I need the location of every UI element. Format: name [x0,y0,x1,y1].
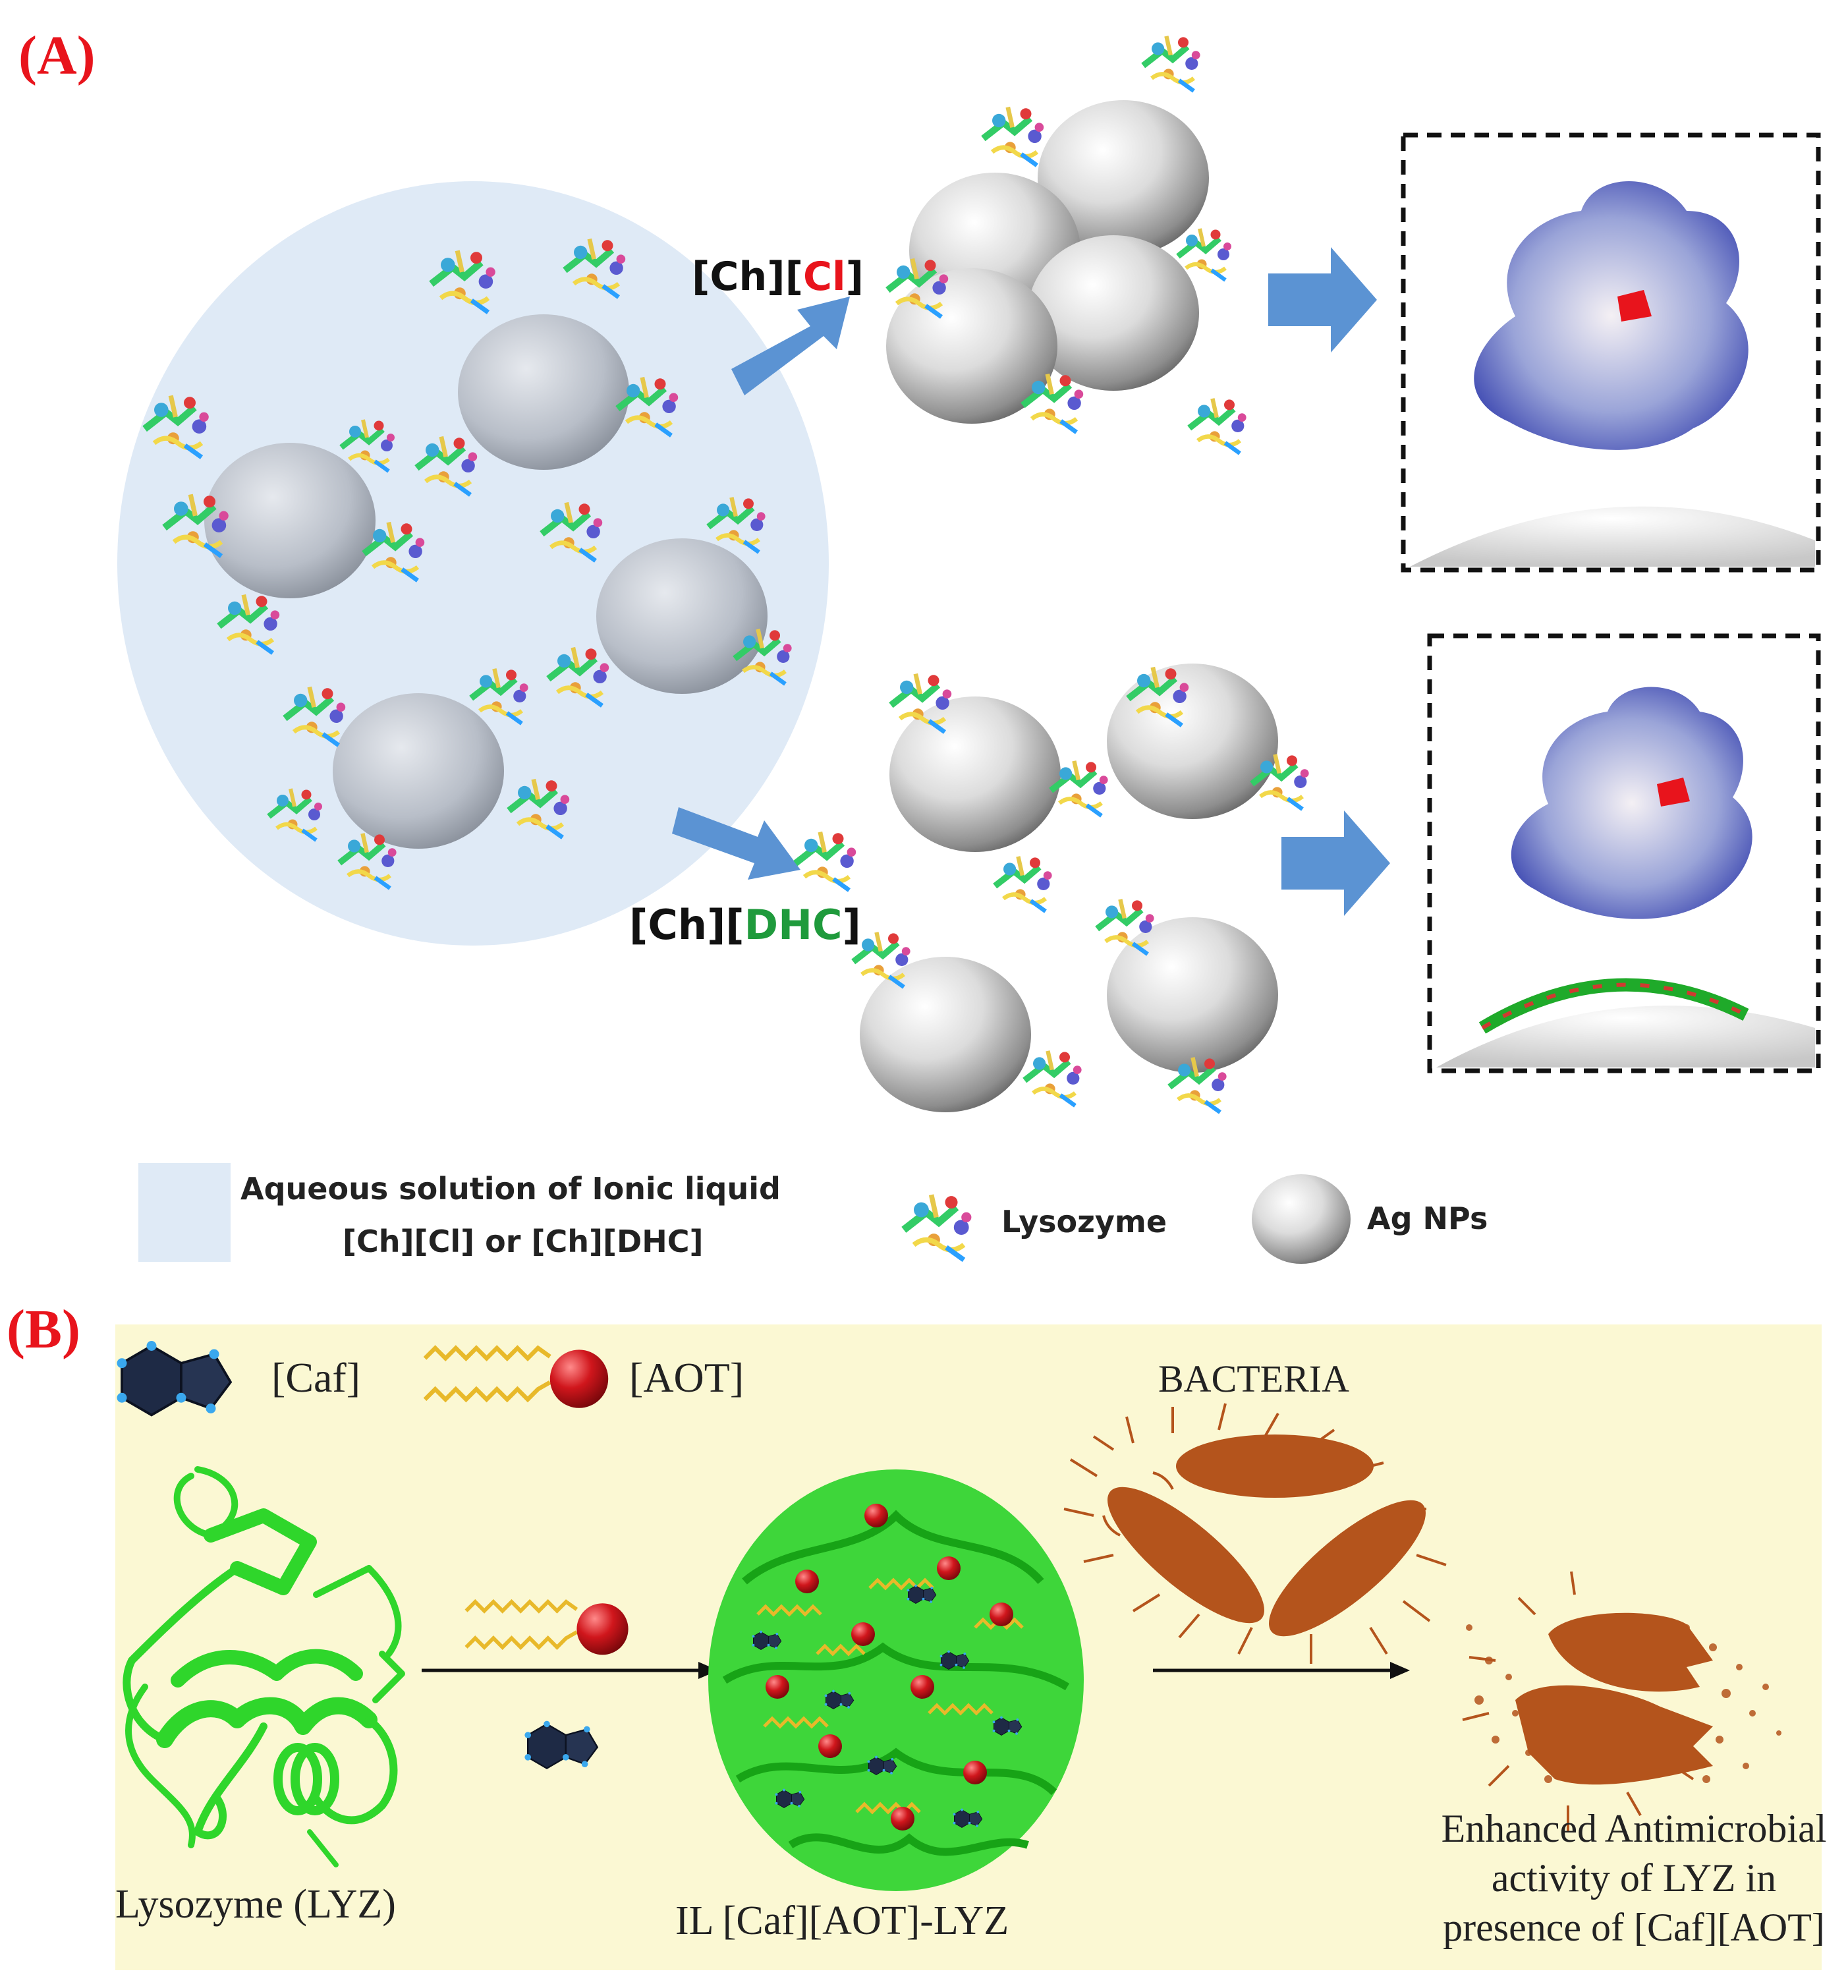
legend-solution-line2: [Ch][Cl] or [Ch][DHC] [343,1224,704,1259]
arrow-to-inset-cl [1268,247,1377,353]
arrow-to-cl [731,297,850,395]
complex-label: IL [Caf][AOT]-LYZ [675,1898,1009,1943]
lysozyme-lyz-label: Lysozyme (LYZ) [115,1882,396,1927]
antimicrobial-arrow-head [1390,1662,1410,1679]
inset-dhc-dispersed [1427,633,1821,1073]
aqueous-solution-region [117,181,829,946]
reaction-arrow-head [698,1662,718,1679]
bacteria-cluster [1063,1403,1447,1664]
caf-label: [Caf] [271,1354,360,1401]
panel-b-label: (B) [7,1299,80,1360]
legend-ag-np-icon [1252,1174,1351,1264]
lysed-bacteria [1462,1571,1781,1832]
legend-solution-swatch [138,1163,231,1262]
reagent-cl-label: [Ch][Cl] [692,254,864,300]
lysozyme-ribbon-structure [123,1466,405,1867]
bacteria-label: BACTERIA [1158,1357,1349,1400]
arrow-to-dhc [672,807,800,880]
inset-cl-aggregated [1401,132,1821,573]
ag-np-aggregate [886,100,1209,424]
aot-label: [AOT] [629,1354,744,1401]
legend-lysozyme-label: Lysozyme [1001,1204,1167,1239]
panel-a-label: (A) [18,25,96,86]
result-line3: presence of [Caf][AOT] [1443,1906,1825,1949]
legend-lysozyme-icon [904,1195,972,1260]
il-caf-aot-lyz-complex [708,1469,1084,1891]
ag-np-solution-sphere [204,314,768,849]
reagent-dhc-label: [Ch][DHC] [629,901,861,949]
ag-np-dispersed [860,664,1278,1112]
result-line1: Enhanced Antimicrobial [1442,1807,1827,1850]
legend-ag-np-label: Ag NPs [1367,1201,1488,1236]
legend-solution-line1: Aqueous solution of Ionic liquid [240,1171,781,1207]
arrow-to-inset-dhc [1281,810,1390,916]
result-line2: activity of LYZ in [1492,1856,1776,1900]
